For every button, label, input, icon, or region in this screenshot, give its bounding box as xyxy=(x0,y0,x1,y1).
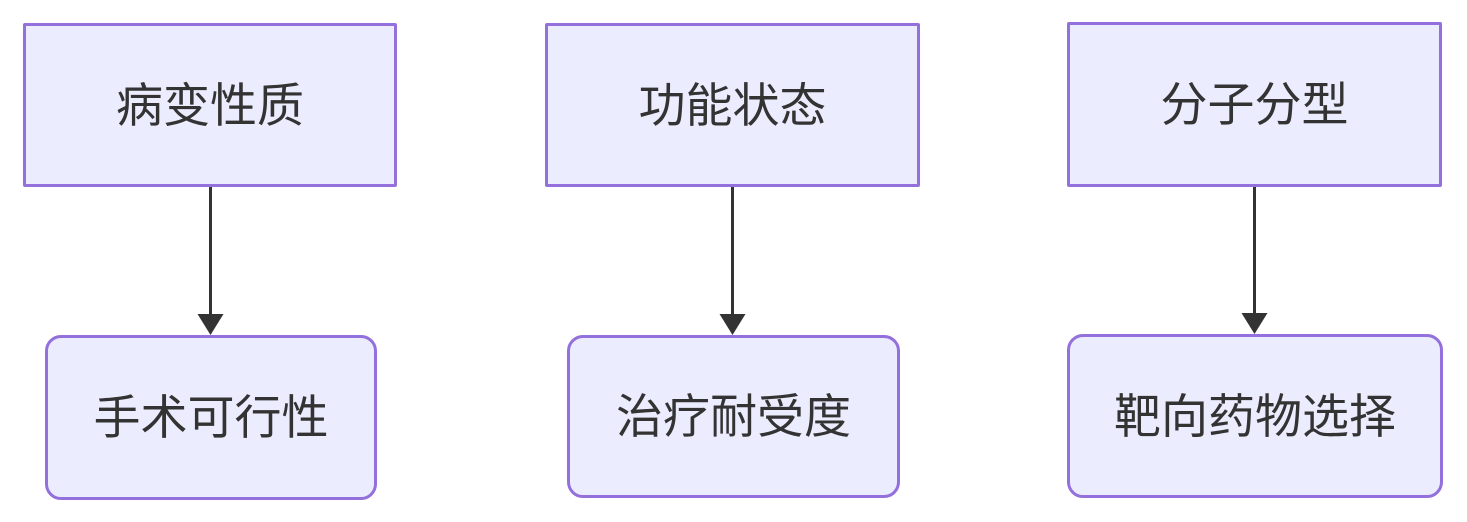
node-label: 分子分型 xyxy=(1160,78,1349,131)
node-surgical-feasibility: 手术可行性 xyxy=(45,335,377,500)
node-targeted-drug-selection: 靶向药物选择 xyxy=(1067,334,1443,498)
node-molecular-typing: 分子分型 xyxy=(1067,22,1442,187)
arrow-down-icon xyxy=(197,187,224,335)
node-label: 功能状态 xyxy=(638,78,827,132)
node-functional-status: 功能状态 xyxy=(545,23,920,187)
node-label: 病变性质 xyxy=(116,78,304,132)
node-label: 治疗耐受度 xyxy=(616,390,851,443)
arrow-down-icon xyxy=(1241,187,1268,334)
arrow-down-icon xyxy=(719,187,746,335)
node-lesion-nature: 病变性质 xyxy=(23,23,397,187)
node-label: 手术可行性 xyxy=(93,391,329,444)
node-treatment-tolerance: 治疗耐受度 xyxy=(567,335,900,498)
node-label: 靶向药物选择 xyxy=(1114,389,1396,443)
